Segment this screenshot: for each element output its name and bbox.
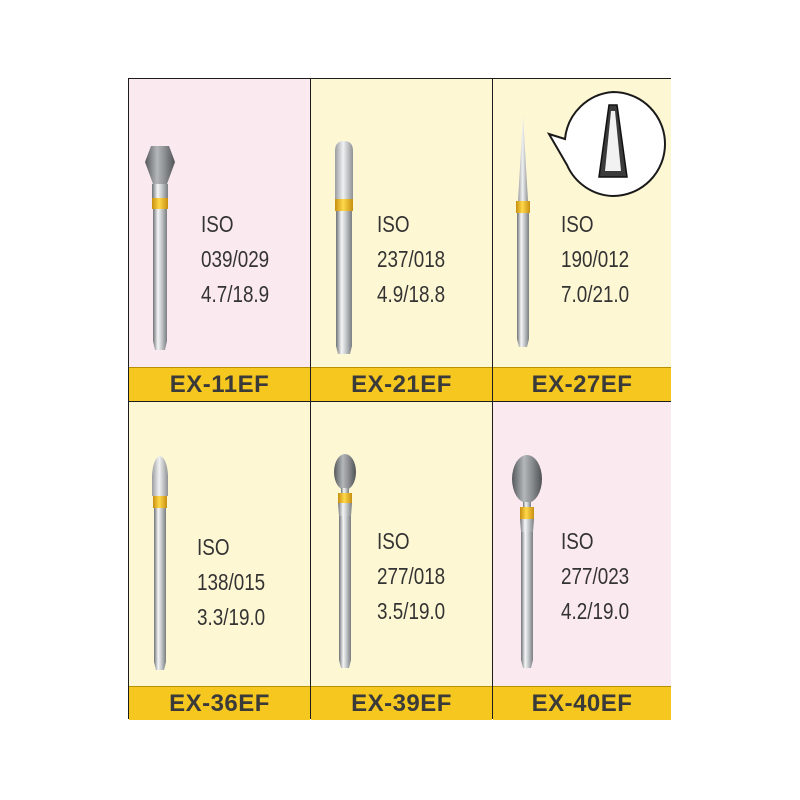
product-cell-ex-39ef: ISO 277/018 3.5/19.0 EX-39EF [311, 402, 492, 720]
spec-text: ISO 277/018 3.5/19.0 [377, 524, 445, 629]
product-code-bar: EX-11EF [129, 367, 310, 401]
spec-text: ISO 237/018 4.9/18.8 [377, 207, 445, 312]
product-cell-ex-36ef: ISO 138/015 3.3/19.0 EX-36EF [129, 402, 310, 720]
product-code-bar: EX-36EF [129, 686, 310, 720]
iso-number: 039/029 [201, 246, 270, 272]
product-cell-ex-40ef: ISO 277/023 4.2/19.0 EX-40EF [493, 402, 671, 720]
product-cell-ex-21ef: ISO 237/018 4.9/18.8 EX-21EF [311, 79, 492, 401]
iso-label: ISO [561, 528, 594, 554]
iso-number: 138/015 [197, 569, 266, 595]
iso-label: ISO [377, 528, 410, 554]
iso-label: ISO [561, 211, 594, 237]
iso-label: ISO [377, 211, 410, 237]
product-code: EX-40EF [531, 689, 633, 717]
spec-text: ISO 138/015 3.3/19.0 [197, 530, 265, 635]
iso-number: 190/012 [561, 246, 630, 272]
product-code: EX-27EF [531, 370, 633, 398]
dimensions: 4.2/19.0 [561, 598, 630, 624]
dimensions: 4.9/18.8 [377, 281, 446, 307]
iso-number: 237/018 [377, 246, 446, 272]
diamond-bur-icon [335, 141, 353, 354]
dimensions: 3.5/19.0 [377, 598, 446, 624]
iso-label: ISO [197, 534, 230, 560]
product-code: EX-39EF [351, 689, 452, 717]
iso-label: ISO [201, 211, 234, 237]
dimensions: 3.3/19.0 [197, 604, 266, 630]
product-code-bar: EX-21EF [311, 367, 492, 401]
spec-text: ISO 277/023 4.2/19.0 [561, 524, 629, 629]
iso-number: 277/023 [561, 563, 630, 589]
product-code: EX-11EF [169, 370, 270, 398]
diamond-bur-icon [516, 115, 530, 347]
magnifier-callout-icon [546, 90, 666, 197]
product-code-bar: EX-40EF [493, 686, 671, 720]
product-code-bar: EX-27EF [493, 367, 671, 401]
diamond-bur-icon [512, 455, 542, 668]
product-code: EX-21EF [351, 370, 452, 398]
dimensions: 7.0/21.0 [561, 281, 630, 307]
diamond-bur-icon [145, 146, 175, 350]
diamond-bur-icon [152, 456, 168, 670]
spec-text: ISO 190/012 7.0/21.0 [561, 207, 629, 312]
product-code-bar: EX-39EF [311, 686, 492, 720]
product-cell-ex-11ef: ISO 039/029 4.7/18.9 EX-11EF [129, 79, 310, 401]
product-cell-ex-27ef: ISO 190/012 7.0/21.0 EX-27EF [493, 79, 671, 401]
diamond-bur-icon [334, 454, 356, 668]
iso-number: 277/018 [377, 563, 446, 589]
product-code: EX-36EF [169, 689, 270, 717]
spec-text: ISO 039/029 4.7/18.9 [201, 207, 269, 312]
dimensions: 4.7/18.9 [201, 281, 270, 307]
product-grid: ISO 039/029 4.7/18.9 EX-11EF ISO 237/018… [128, 78, 671, 720]
